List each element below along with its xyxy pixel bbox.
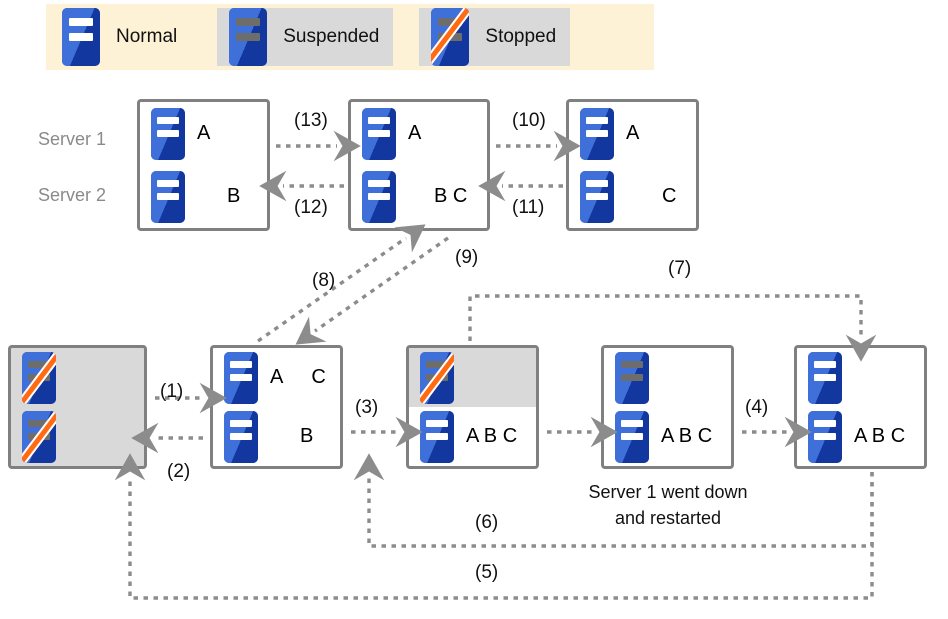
top-box-2[interactable]: A B C <box>348 99 490 231</box>
arrow-7 <box>468 294 877 362</box>
server-normal-icon <box>224 351 258 404</box>
bottom-box-1-server2 <box>11 407 144 466</box>
server-normal-icon <box>615 410 649 463</box>
note-line-1: Server 1 went down <box>588 482 748 502</box>
server-normal-icon <box>62 8 100 66</box>
legend: Normal Suspended Stopped <box>46 4 654 70</box>
label-13: (13) <box>294 110 328 131</box>
legend-spacer-1 <box>191 37 213 38</box>
label-11: (11) <box>512 197 545 218</box>
top-box-3-server1-text: A <box>626 122 640 144</box>
server1-down-note: Server 1 went down and restarted <box>570 479 766 531</box>
server-stopped-icon <box>22 351 56 404</box>
label-5: (5) <box>475 562 499 583</box>
server-normal-icon <box>151 170 185 223</box>
bottom-box-2-server2-text: B <box>300 425 314 447</box>
legend-spacer-2 <box>393 37 415 38</box>
server-normal-icon <box>362 170 396 223</box>
label-4: (4) <box>745 397 769 418</box>
top-box-1-server2: B <box>140 165 267 228</box>
label-6: (6) <box>475 512 499 533</box>
server-normal-icon <box>808 410 842 463</box>
label-9: (9) <box>455 247 479 268</box>
top-box-1-server1-text: A <box>197 122 211 144</box>
server-normal-icon <box>580 170 614 223</box>
top-box-2-server1-text: A <box>408 122 422 144</box>
bottom-box-4[interactable]: A B C <box>601 345 734 469</box>
server-suspended-icon <box>229 8 268 66</box>
bottom-box-4-server2-text: A B C <box>661 425 713 447</box>
bottom-box-2-server1-text: A <box>270 366 284 388</box>
label-3: (3) <box>355 397 379 418</box>
top-box-3-server2: C <box>569 165 696 228</box>
bottom-box-5[interactable]: A B C <box>794 345 927 469</box>
row-label-server1: Server 1 <box>38 129 107 149</box>
server-normal-icon <box>151 107 185 160</box>
top-box-1[interactable]: A B <box>137 99 270 231</box>
bottom-box-3-server1 <box>409 348 536 407</box>
top-box-2-server2-text: B C <box>434 185 468 207</box>
server-normal-icon <box>580 107 614 160</box>
server-normal-icon <box>420 410 454 463</box>
server-normal-icon <box>362 107 396 160</box>
label-10: (10) <box>512 110 546 131</box>
bottom-box-3-server2: A B C <box>409 407 536 466</box>
server-stopped-icon <box>431 8 470 66</box>
top-box-1-server2-text: B <box>227 185 241 207</box>
bottom-box-4-server1 <box>604 348 731 407</box>
top-box-3-server2-text: C <box>662 185 677 207</box>
bottom-box-2[interactable]: A C B <box>210 345 343 469</box>
top-box-3[interactable]: A C <box>566 99 699 231</box>
server-suspended-icon <box>615 351 649 404</box>
label-1: (1) <box>160 381 184 402</box>
legend-item-stopped: Stopped <box>419 8 571 66</box>
server-stopped-icon <box>420 351 454 404</box>
label-2: (2) <box>167 461 191 482</box>
label-12: (12) <box>294 197 328 218</box>
bottom-box-5-server2: A B C <box>797 407 924 466</box>
server-stopped-icon <box>22 410 56 463</box>
server-normal-icon <box>224 410 258 463</box>
bottom-box-3-server2-text: A B C <box>466 425 518 447</box>
top-box-2-server1: A <box>351 102 487 165</box>
legend-label-stopped: Stopped <box>485 26 557 47</box>
legend-item-suspended: Suspended <box>217 8 394 66</box>
legend-label-suspended: Suspended <box>283 26 380 47</box>
bottom-box-2-server2: B <box>213 407 340 466</box>
bottom-box-2-server1: A C <box>213 348 340 407</box>
bottom-box-5-server2-text: A B C <box>854 425 906 447</box>
top-box-3-server1: A <box>569 102 696 165</box>
legend-label-normal: Normal <box>116 26 178 47</box>
label-8: (8) <box>312 270 336 291</box>
top-box-1-server1: A <box>140 102 267 165</box>
bottom-box-1[interactable] <box>8 345 147 469</box>
legend-item-normal: Normal <box>50 8 191 66</box>
bottom-box-4-server2: A B C <box>604 407 731 466</box>
bottom-box-5-server1 <box>797 348 924 407</box>
note-line-2: and restarted <box>614 508 722 528</box>
bottom-box-1-server1 <box>11 348 144 407</box>
row-label-server2: Server 2 <box>38 185 107 205</box>
bottom-box-2-server1-extra: C <box>311 366 326 388</box>
bottom-box-3[interactable]: A B C <box>406 345 539 469</box>
top-box-2-server2: B C <box>351 165 487 228</box>
server-normal-icon <box>808 351 842 404</box>
label-7: (7) <box>668 258 692 279</box>
